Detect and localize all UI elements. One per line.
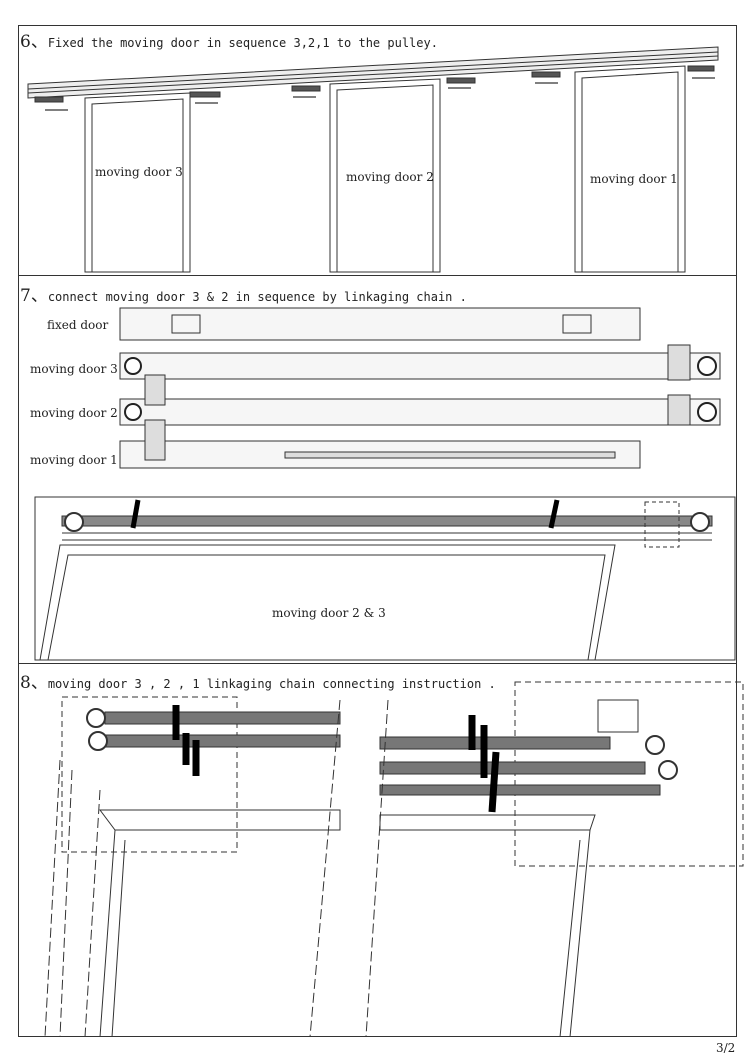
- section-divider: [18, 663, 737, 664]
- row-label: fixed door: [47, 318, 109, 332]
- dashed-detail-left: [61, 696, 238, 853]
- door-1-frame: [574, 65, 686, 273]
- row-label: moving door 2: [30, 406, 118, 420]
- step-number: 7、: [20, 286, 48, 306]
- step6-diagram: [27, 46, 719, 273]
- step-title: moving door 3 , 2 , 1 linkaging chain co…: [47, 677, 496, 691]
- step8-diagram: [44, 681, 744, 1038]
- step-number: 8、: [20, 673, 48, 693]
- row-label: moving door 3: [30, 362, 118, 376]
- door-label: moving door 2: [346, 170, 434, 184]
- moving-door-3-profile: [119, 352, 721, 380]
- step-number: 6、: [20, 32, 48, 52]
- direction-arrows: [45, 77, 715, 111]
- chain-track: [61, 515, 713, 527]
- top-track: [27, 46, 719, 99]
- section-divider: [18, 275, 737, 276]
- door-label: moving door 1: [590, 172, 678, 186]
- fixed-door-profile: [119, 307, 641, 341]
- page-number: 3/2: [716, 1041, 736, 1055]
- step-title: connect moving door 3 & 2 in sequence by…: [47, 290, 467, 304]
- step6-heading: 6、Fixed the moving door in sequence 3,2,…: [20, 27, 438, 52]
- door-3-frame: [84, 92, 191, 273]
- door-label: moving door 3: [95, 165, 183, 179]
- door-2-frame: [329, 78, 441, 273]
- step7-heading: 7、connect moving door 3 & 2 in sequence …: [20, 281, 467, 306]
- pulleys: [34, 65, 715, 103]
- page-border: [18, 25, 737, 1037]
- row-label: moving door 1: [30, 453, 118, 467]
- step8-heading: 8、moving door 3 , 2 , 1 linkaging chain …: [20, 668, 496, 693]
- step-title: Fixed the moving door in sequence 3,2,1 …: [47, 36, 438, 50]
- detail-label: moving door 2 & 3: [272, 606, 386, 620]
- moving-door-2-profile: [119, 398, 721, 426]
- step7-diagram: [34, 307, 736, 661]
